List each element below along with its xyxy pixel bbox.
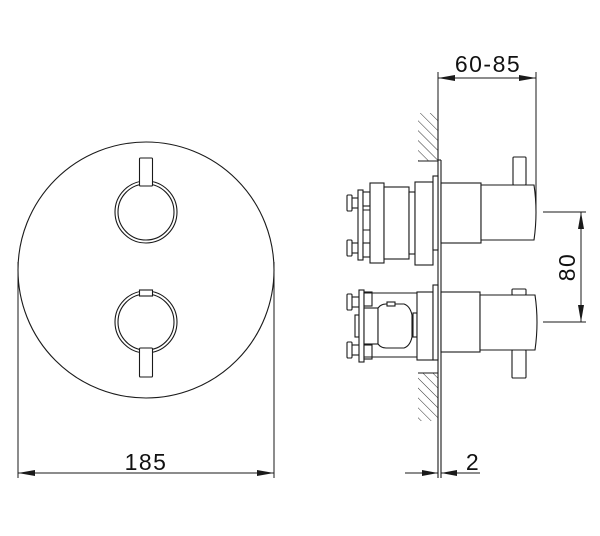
lower-knob-lever — [138, 347, 154, 378]
arrowhead-left — [438, 75, 455, 81]
dimension-label-185: 185 — [125, 449, 168, 475]
arrowhead-left — [422, 470, 438, 476]
arrowhead-top — [578, 212, 584, 229]
arrowhead-right — [519, 75, 536, 81]
lower-knob — [114, 289, 178, 378]
dimension-knob-spacing: 80 — [543, 211, 586, 323]
side-view: 60-85 80 2 — [346, 51, 586, 478]
upper-knob-ring-inner — [117, 183, 175, 241]
upper-knob-ring-outer — [114, 180, 178, 244]
upper-valve-assembly — [346, 156, 537, 266]
upper-valve-body — [440, 182, 482, 244]
dimension-plate-thickness: 2 — [405, 449, 480, 476]
wall-section-upper — [418, 113, 438, 161]
lower-valve-body — [440, 291, 481, 353]
arrowhead-bottom — [578, 305, 584, 322]
upper-knob-lever — [138, 157, 154, 187]
front-view: 185 — [17, 141, 275, 478]
upper-flange — [432, 175, 439, 251]
upper-knob — [114, 157, 178, 244]
wall-section-lower — [418, 373, 438, 421]
arrowhead-left — [18, 470, 35, 476]
arrowhead-right — [257, 470, 274, 476]
lower-knob-notch — [138, 289, 154, 297]
dimension-label-80: 80 — [554, 253, 580, 282]
upper-handle-lever — [512, 156, 527, 186]
dimension-label-2: 2 — [466, 449, 480, 475]
lower-flange — [432, 284, 439, 361]
dimension-wall-depth: 60-85 — [437, 51, 537, 212]
upper-handle — [480, 184, 537, 241]
lower-handle — [479, 294, 538, 351]
lower-handle-knob — [511, 288, 527, 296]
lower-knob-ring-inner — [117, 293, 175, 351]
dimension-plate-diameter: 185 — [18, 449, 274, 476]
arrowhead-right — [441, 470, 457, 476]
dimension-label-60-85: 60-85 — [455, 51, 521, 77]
lower-knob-ring-outer — [114, 290, 178, 354]
lower-valve-assembly — [346, 284, 538, 379]
lower-handle-lever — [511, 349, 527, 379]
